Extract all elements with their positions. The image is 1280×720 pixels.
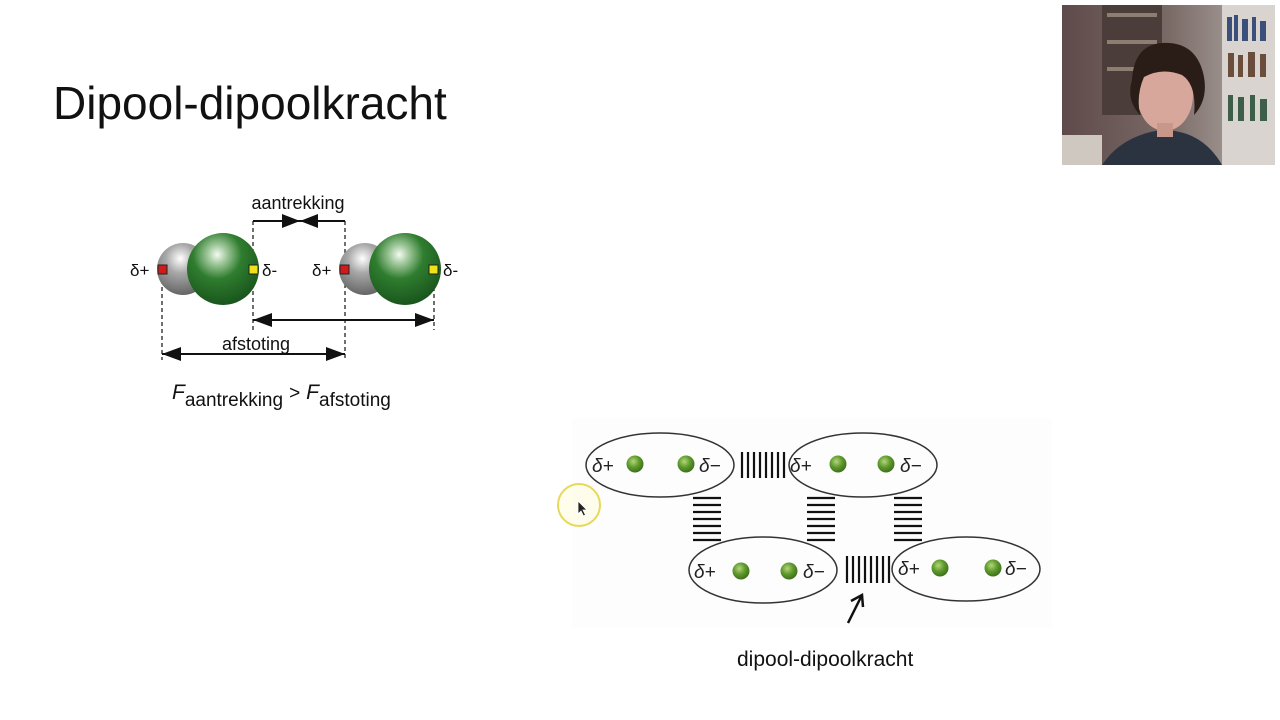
pointer-arrow: [846, 592, 865, 624]
arrowhead-right: [415, 313, 434, 327]
negative-marker: [428, 264, 439, 275]
dipole-lattice-diagram: δ+ δ− δ+ δ− δ+ δ− δ+ δ−: [572, 418, 1052, 628]
attraction-arrowhead-left: [282, 214, 300, 228]
negative-marker: [248, 264, 259, 275]
attraction-arrowhead-right: [300, 214, 318, 228]
webcam-feed: [1062, 5, 1275, 165]
svg-text:δ+: δ+: [898, 559, 920, 580]
interaction-bars-bottom: [845, 556, 891, 583]
svg-text:δ−: δ−: [803, 562, 825, 583]
arrowhead-left: [162, 347, 181, 361]
molecule-bottom-left: δ+ δ−: [688, 536, 838, 604]
arrowhead-left: [253, 313, 272, 327]
svg-text:δ+: δ+: [790, 456, 812, 477]
svg-text:δ−: δ−: [699, 456, 721, 477]
svg-text:δ−: δ−: [900, 456, 922, 477]
interaction-bars-vertical-middle: [807, 496, 835, 542]
figure-caption: dipool-dipoolkracht: [737, 648, 914, 671]
svg-text:δ+: δ+: [592, 456, 614, 477]
positive-marker: [339, 264, 350, 275]
delta-minus-label: δ-: [443, 261, 458, 280]
attraction-label: aantrekking: [251, 193, 344, 213]
force-formula: Faantrekking>Fafstoting: [172, 381, 391, 411]
svg-text:δ+: δ+: [694, 562, 716, 583]
green-atom: [187, 233, 259, 305]
dipole-force-diagram: aantrekking δ+ δ- δ+ δ- afstoting: [120, 185, 480, 425]
interaction-bars-vertical-right: [894, 496, 922, 542]
delta-plus-label: δ+: [130, 261, 149, 280]
svg-text:δ−: δ−: [1005, 559, 1027, 580]
positive-marker: [157, 264, 168, 275]
delta-minus-label: δ-: [262, 261, 277, 280]
molecule-top-right: δ+ δ−: [788, 432, 938, 498]
webcam-image: [1062, 5, 1275, 165]
mouse-pointer-icon: [577, 500, 588, 517]
molecule-bottom-right: δ+ δ−: [891, 536, 1041, 602]
repulsion-label: afstoting: [222, 334, 290, 354]
arrowhead-right: [326, 347, 345, 361]
delta-plus-label: δ+: [312, 261, 331, 280]
green-atom: [369, 233, 441, 305]
molecule-top-left: δ+ δ−: [585, 432, 735, 498]
slide-title: Dipool-dipoolkracht: [53, 77, 447, 129]
interaction-bars-top: [740, 452, 786, 478]
interaction-bars-vertical-left: [693, 496, 721, 542]
